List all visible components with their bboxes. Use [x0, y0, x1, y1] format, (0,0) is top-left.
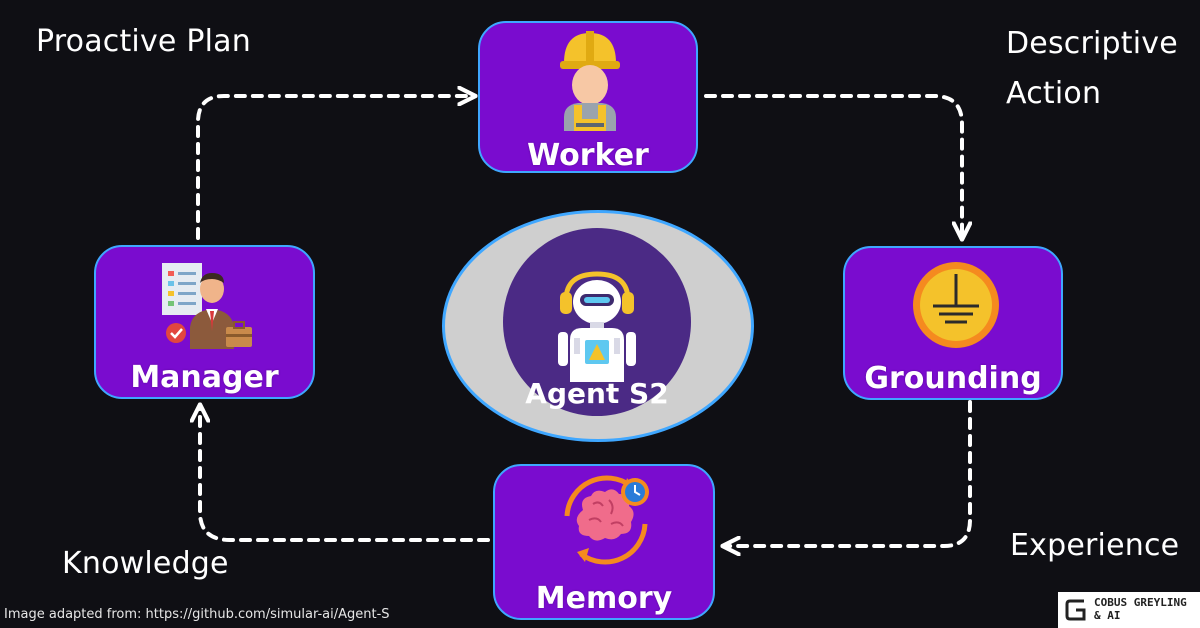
label-experience: Experience [1010, 528, 1180, 563]
brand-logo-icon [1065, 599, 1086, 621]
brand-line-1: COBUS GREYLING [1094, 596, 1187, 609]
brand-line-2: & AI [1094, 609, 1121, 622]
brand-text: COBUS GREYLING & AI [1094, 596, 1187, 622]
node-manager: Manager [94, 245, 315, 399]
construction-worker-icon [560, 31, 620, 131]
label-knowledge: Knowledge [62, 546, 229, 581]
label-proactive-plan: Proactive Plan [36, 24, 251, 59]
node-memory-title: Memory [535, 581, 673, 616]
label-descriptive: Descriptive [1006, 26, 1178, 61]
brain-cycle-icon [564, 475, 649, 565]
node-grounding: Grounding [843, 246, 1063, 400]
business-manager-icon [162, 263, 252, 349]
robot-headset-icon [558, 271, 636, 382]
node-memory: Memory [493, 464, 715, 620]
brand-badge: COBUS GREYLING & AI [1058, 592, 1200, 628]
node-worker: Worker [478, 21, 698, 173]
node-worker-title: Worker [527, 138, 649, 173]
ground-symbol-icon [913, 262, 999, 348]
node-manager-title: Manager [130, 360, 279, 395]
label-action: Action [1006, 76, 1102, 111]
center-title: Agent S2 [525, 377, 669, 410]
arrow-memory-to-manager [200, 406, 490, 542]
node-grounding-title: Grounding [864, 361, 1042, 396]
arrow-manager-to-worker [196, 96, 474, 240]
arrow-grounding-to-memory [724, 400, 972, 546]
arrow-worker-to-grounding [704, 94, 962, 238]
image-credit: Image adapted from: https://github.com/s… [4, 607, 390, 622]
